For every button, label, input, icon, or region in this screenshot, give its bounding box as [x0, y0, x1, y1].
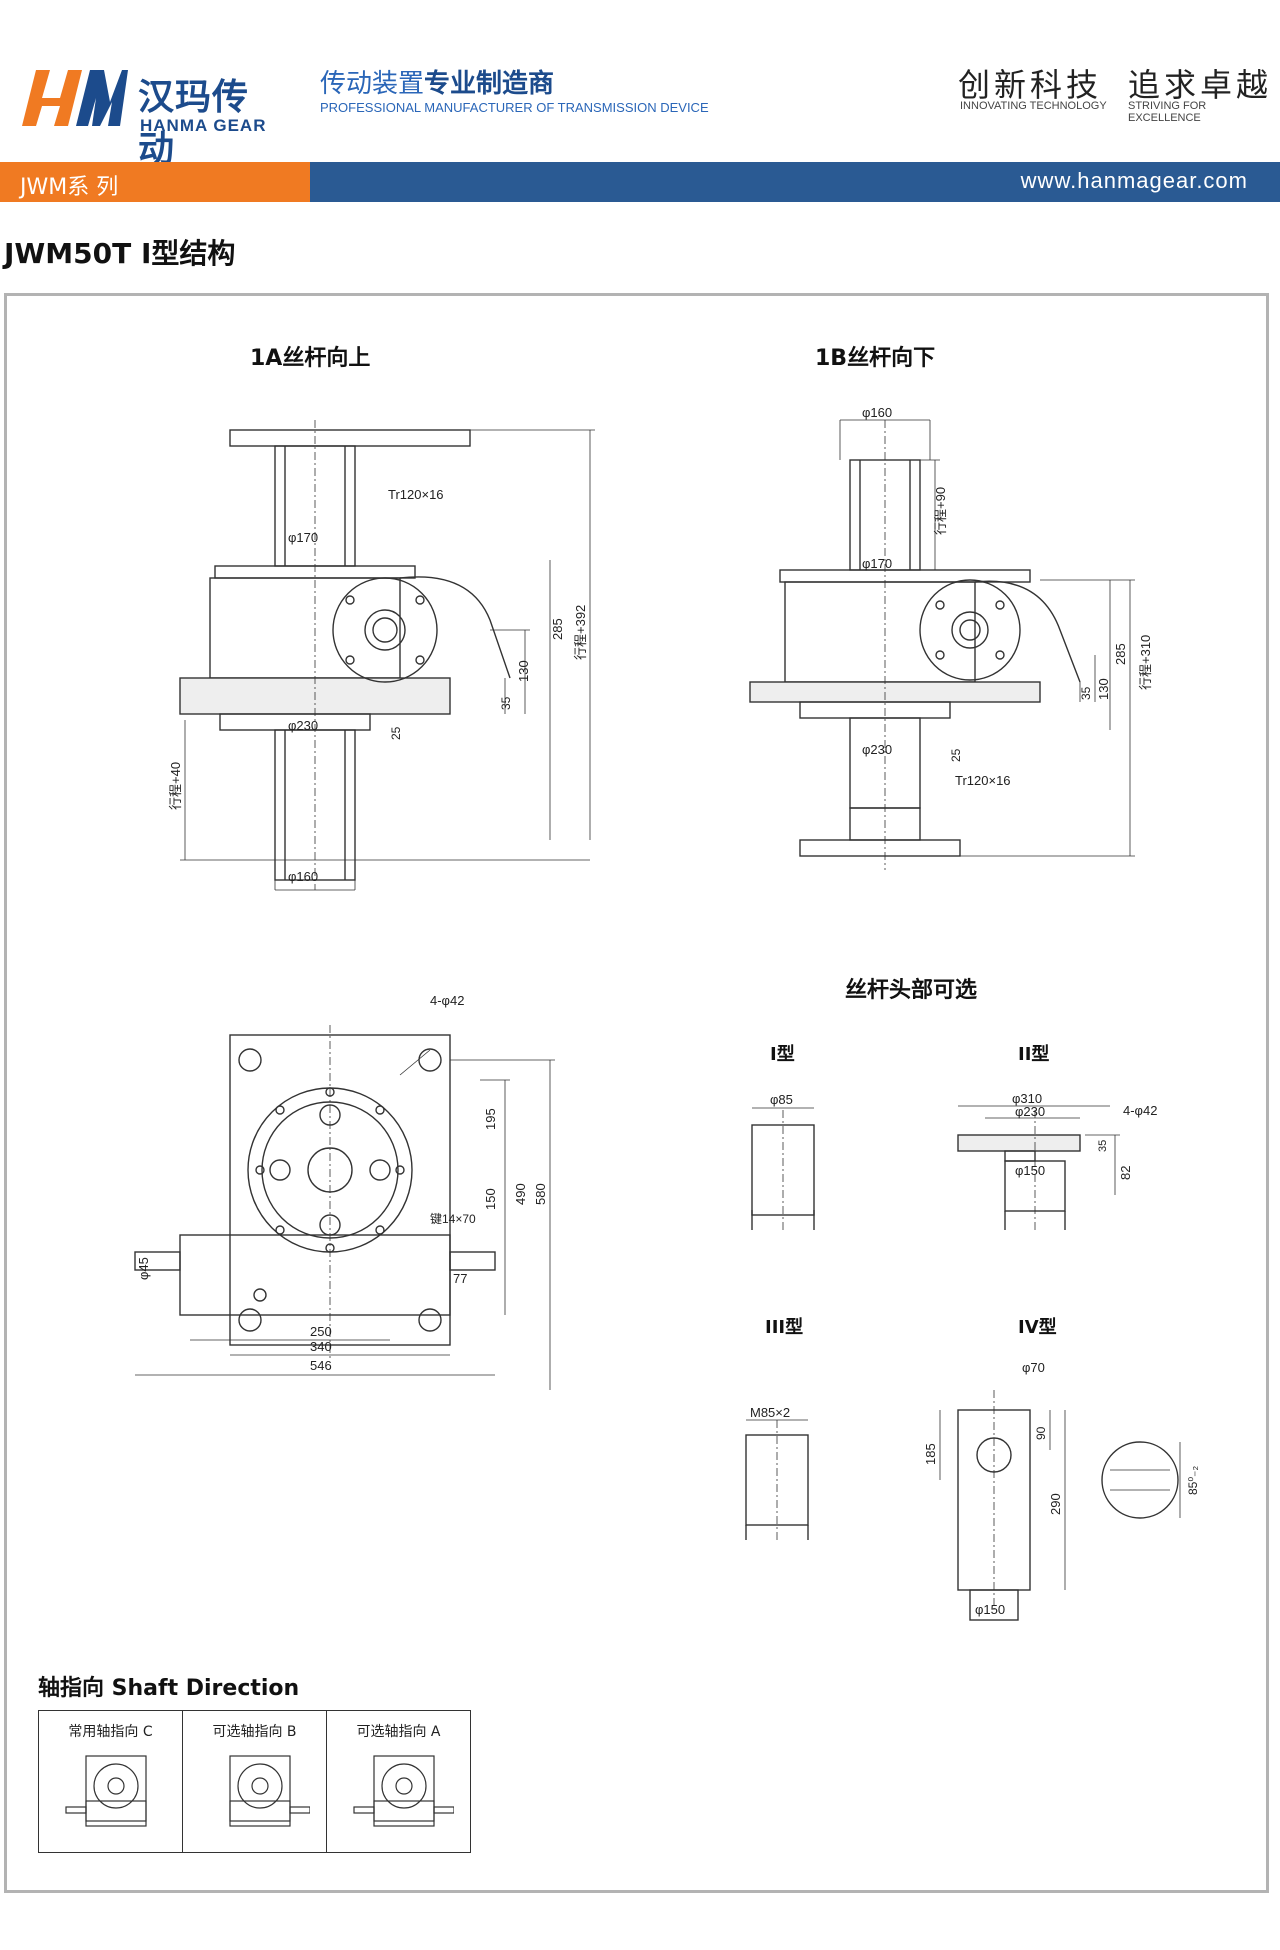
label-d230: φ230: [862, 742, 892, 757]
website-bar: [310, 162, 1280, 202]
series-bar: [0, 162, 310, 202]
label-type4-h185: 185: [923, 1443, 938, 1465]
label-h130: 130: [1096, 678, 1111, 700]
shaft-option-a-label: 可选轴指向 A: [356, 1724, 441, 1740]
label-type2-d310: φ310: [1012, 1091, 1042, 1106]
label-key: 键14×70: [430, 1212, 476, 1226]
drawing-frame: [4, 293, 1269, 1893]
label-w340: 340: [310, 1339, 332, 1354]
label-d160: φ160: [288, 869, 318, 884]
website-link[interactable]: www.hanmagear.com: [1020, 168, 1248, 193]
top-view-drawing: [134, 1025, 555, 1390]
label-type4-h290: 290: [1048, 1493, 1063, 1515]
label-d45: φ45: [136, 1257, 151, 1280]
label-stroke310: 行程+310: [1138, 635, 1153, 690]
brand-logo[interactable]: 汉玛传动 HANMA GEAR: [20, 58, 280, 170]
label-h150: 150: [483, 1188, 498, 1210]
label-holes: 4-φ42: [430, 993, 464, 1008]
view-1b-drawing: [749, 419, 1135, 870]
tagline-cn: 传动装置专业制造商: [320, 63, 554, 100]
gearbox-thumb-icon: [352, 1755, 455, 1827]
label-d170: φ170: [288, 530, 318, 545]
hm-logo-icon: [22, 70, 128, 126]
label-stroke90: 行程+90: [933, 487, 948, 535]
type4-title: IV型: [1018, 1317, 1057, 1338]
type2-title: II型: [1018, 1044, 1050, 1065]
label-h35: 35: [1079, 686, 1093, 700]
series-label: JWM系 列: [20, 175, 119, 200]
logo-en: HANMA GEAR: [140, 116, 267, 135]
label-stroke40: 行程+40: [168, 762, 183, 810]
label-type2-h35: 35: [1097, 1140, 1109, 1152]
view-1a-drawing: [179, 420, 595, 891]
label-type2-d150: φ150: [1015, 1163, 1045, 1178]
logo-cn: 汉玛传动: [138, 77, 250, 170]
tagline-cn-a: 传动装置: [320, 69, 425, 99]
label-type3-thread: M85×2: [750, 1405, 790, 1420]
label-thread: Tr120×16: [955, 773, 1011, 788]
label-d230: φ230: [288, 718, 318, 733]
slogan-striving-en: STRIVING FOR EXCELLENCE: [1128, 100, 1207, 124]
shaft-option-b[interactable]: 可选轴指向 B: [182, 1710, 327, 1853]
label-type4-d70: φ70: [1022, 1360, 1045, 1375]
label-w250: 250: [310, 1324, 332, 1339]
label-d160: φ160: [862, 405, 892, 420]
label-h195: 195: [483, 1108, 498, 1130]
label-w77: 77: [453, 1271, 467, 1286]
view-1a-title: 1A丝杆向上: [250, 346, 371, 371]
label-h580: 580: [533, 1183, 548, 1205]
label-w546: 546: [310, 1358, 332, 1373]
gearbox-thumb-icon: [64, 1755, 147, 1827]
view-1b-labels: φ160 行程+90 φ170 285 行程+310 130 35 φ230 2…: [862, 405, 1153, 788]
label-h35: 35: [499, 696, 513, 710]
shaft-direction-table: 常用轴指向 C 可选轴指向 B 可选轴指向 A: [38, 1710, 471, 1853]
page-header: 汉玛传动 HANMA GEAR 传动装置专业制造商 PROFESSIONAL M…: [0, 38, 1280, 202]
options-labels: φ85 φ310 φ230 4-φ42 35 82 φ150 M85×2 φ70…: [750, 1091, 1200, 1617]
label-d170: φ170: [862, 556, 892, 571]
slogan-striving: 追求卓越: [1128, 66, 1273, 104]
tagline-en: PROFESSIONAL MANUFACTURER OF TRANSMISSIO…: [320, 100, 709, 115]
label-stroke392: 行程+392: [573, 605, 588, 660]
label-type2-h82: 82: [1118, 1166, 1133, 1180]
label-type4-w85: 85⁰₋₂: [1186, 1466, 1200, 1495]
tagline-cn-b: 专业制造商: [424, 69, 555, 99]
label-type2-d230: φ230: [1015, 1104, 1045, 1119]
shaft-option-c[interactable]: 常用轴指向 C: [38, 1710, 183, 1853]
label-type4-h90: 90: [1034, 1426, 1048, 1440]
shaft-option-c-label: 常用轴指向 C: [68, 1724, 153, 1740]
slogan-innovating-en: INNOVATING TECHNOLOGY: [960, 100, 1107, 112]
label-thread: Tr120×16: [388, 487, 444, 502]
options-drawing: [745, 1105, 1181, 1621]
view-1b-title: 1B丝杆向下: [815, 346, 936, 371]
label-h25: 25: [949, 748, 963, 762]
options-title: 丝杆头部可选: [845, 978, 978, 1003]
label-h490: 490: [513, 1183, 528, 1205]
top-view-labels: 4-φ42 195 150 490 580 键14×70 φ45 77 250 …: [136, 993, 548, 1373]
type3-title: III型: [765, 1317, 804, 1338]
page-title: JWM50T I型结构: [4, 237, 236, 270]
shaft-option-b-label: 可选轴指向 B: [212, 1724, 297, 1740]
gearbox-thumb-icon: [228, 1755, 311, 1827]
type1-title: I型: [770, 1044, 795, 1065]
label-h285: 285: [550, 618, 565, 640]
label-type4-d150: φ150: [975, 1602, 1005, 1617]
label-type1-d85: φ85: [770, 1092, 793, 1107]
label-h25: 25: [389, 726, 403, 740]
view-1a-labels: Tr120×16 φ170 φ230 φ160 285 130 35 25 行程…: [168, 487, 588, 884]
label-h130: 130: [516, 660, 531, 682]
shaft-option-a[interactable]: 可选轴指向 A: [326, 1710, 471, 1853]
label-type2-holes: 4-φ42: [1123, 1103, 1157, 1118]
shaft-direction-title: 轴指向 Shaft Direction: [38, 1676, 300, 1701]
label-h285: 285: [1113, 643, 1128, 665]
slogan-innovating: 创新科技: [958, 66, 1103, 104]
